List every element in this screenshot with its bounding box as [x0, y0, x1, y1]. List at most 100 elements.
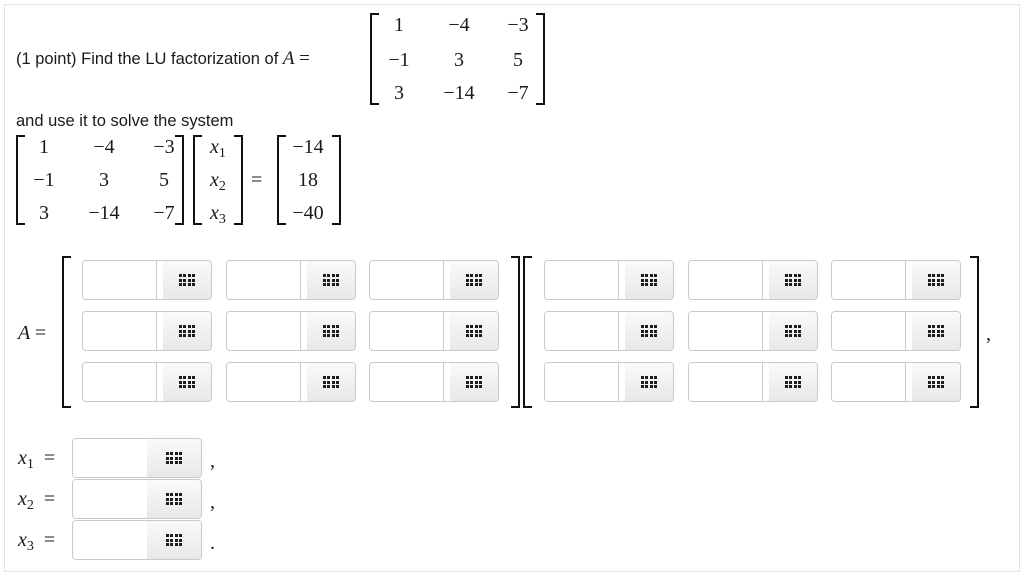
- system-matrix-cell: −1: [33, 169, 55, 191]
- palette-grid-icon: [640, 325, 658, 337]
- u-matrix-entry-field: [544, 260, 674, 300]
- matrix-a-cell: 3: [394, 82, 404, 104]
- equation-palette-button[interactable]: [450, 261, 498, 299]
- palette-grid-icon: [322, 274, 340, 286]
- u-matrix-entry-field: [688, 311, 818, 351]
- l-matrix-entry-field-input[interactable]: [370, 363, 444, 401]
- var-base: x: [210, 136, 219, 158]
- l-matrix-left-bracket: [62, 256, 71, 408]
- system-matrix-cell: −4: [93, 136, 115, 158]
- solution-x2-field-input[interactable]: [73, 480, 149, 518]
- equation-palette-button[interactable]: [147, 439, 201, 477]
- left-bracket: [370, 13, 379, 105]
- u-matrix-entry-field-input[interactable]: [689, 312, 763, 350]
- equation-palette-button[interactable]: [450, 312, 498, 350]
- palette-grid-icon: [322, 376, 340, 388]
- solution-punctuation: .: [210, 532, 215, 554]
- var-base: x: [18, 447, 27, 469]
- equation-palette-button[interactable]: [307, 363, 355, 401]
- equation-palette-button[interactable]: [769, 363, 817, 401]
- u-matrix-entry-field-input[interactable]: [545, 312, 619, 350]
- var-x2: x2: [210, 169, 226, 194]
- matrix-var-label: A: [282, 48, 295, 69]
- l-matrix-entry-field-input[interactable]: [227, 363, 301, 401]
- u-matrix-entry-field-input[interactable]: [689, 261, 763, 299]
- l-matrix-entry-field: [226, 260, 356, 300]
- u-matrix-entry-field-input[interactable]: [545, 363, 619, 401]
- l-matrix-entry-field: [226, 362, 356, 402]
- palette-grid-icon: [165, 534, 183, 546]
- u-matrix-entry-field: [544, 311, 674, 351]
- matrix-a-cell: 3: [454, 49, 464, 71]
- u-matrix-entry-field-input[interactable]: [832, 312, 906, 350]
- system-matrix-cell: −3: [153, 136, 175, 158]
- system-matrix-cell: −7: [153, 202, 175, 224]
- palette-grid-icon: [322, 325, 340, 337]
- equals-sign: =: [251, 169, 263, 191]
- palette-grid-icon: [178, 325, 196, 337]
- left-bracket: [277, 135, 286, 225]
- l-matrix-entry-field-input[interactable]: [83, 363, 157, 401]
- u-matrix-entry-field-input[interactable]: [832, 261, 906, 299]
- equation-palette-button[interactable]: [163, 363, 211, 401]
- u-matrix-entry-field-input[interactable]: [689, 363, 763, 401]
- var-sub: 1: [218, 146, 226, 161]
- palette-grid-icon: [927, 376, 945, 388]
- var-base: x: [18, 529, 27, 551]
- l-matrix-entry-field-input[interactable]: [370, 261, 444, 299]
- equation-palette-button[interactable]: [769, 312, 817, 350]
- system-matrix-cell: 3: [39, 202, 49, 224]
- l-matrix-right-bracket: [511, 256, 520, 408]
- u-matrix-entry-field: [688, 362, 818, 402]
- problem-frame: [4, 4, 1020, 572]
- equation-palette-button[interactable]: [625, 312, 673, 350]
- equation-palette-button[interactable]: [912, 261, 960, 299]
- matrix-a-cell: −3: [507, 14, 529, 36]
- left-bracket: [16, 135, 25, 225]
- l-matrix-entry-field: [82, 260, 212, 300]
- l-matrix-entry-field-input[interactable]: [370, 312, 444, 350]
- equation-palette-button[interactable]: [625, 261, 673, 299]
- equation-palette-button[interactable]: [307, 312, 355, 350]
- equation-palette-button[interactable]: [147, 521, 201, 559]
- l-matrix-entry-field: [82, 362, 212, 402]
- l-matrix-entry-field-input[interactable]: [227, 261, 301, 299]
- palette-grid-icon: [640, 376, 658, 388]
- l-matrix-entry-field-input[interactable]: [227, 312, 301, 350]
- equation-palette-button[interactable]: [163, 312, 211, 350]
- equation-palette-button[interactable]: [147, 480, 201, 518]
- palette-grid-icon: [165, 452, 183, 464]
- equation-palette-button[interactable]: [625, 363, 673, 401]
- u-matrix-entry-field: [688, 260, 818, 300]
- solution-punctuation: ,: [210, 450, 215, 472]
- u-matrix-entry-field-input[interactable]: [832, 363, 906, 401]
- equation-palette-button[interactable]: [450, 363, 498, 401]
- right-bracket: [332, 135, 341, 225]
- l-matrix-entry-field-input[interactable]: [83, 312, 157, 350]
- palette-grid-icon: [784, 274, 802, 286]
- var-base: x: [210, 169, 219, 191]
- palette-grid-icon: [640, 274, 658, 286]
- u-matrix-entry-field-input[interactable]: [545, 261, 619, 299]
- equation-palette-button[interactable]: [769, 261, 817, 299]
- palette-grid-icon: [178, 376, 196, 388]
- matrix-a-cell: 1: [394, 14, 404, 36]
- var-sub: 2: [218, 179, 226, 194]
- palette-grid-icon: [784, 376, 802, 388]
- right-bracket: [536, 13, 545, 105]
- equation-palette-button[interactable]: [163, 261, 211, 299]
- equals-sign: =: [33, 488, 56, 510]
- l-matrix-entry-field-input[interactable]: [83, 261, 157, 299]
- var-sub: 1: [26, 457, 34, 472]
- solution-x3-field-input[interactable]: [73, 521, 149, 559]
- equation-palette-button[interactable]: [912, 363, 960, 401]
- solution-x1-field-input[interactable]: [73, 439, 149, 477]
- solution-punctuation: ,: [210, 491, 215, 513]
- equation-palette-button[interactable]: [912, 312, 960, 350]
- equation-palette-button[interactable]: [307, 261, 355, 299]
- var-sub: 3: [218, 212, 226, 227]
- palette-grid-icon: [165, 493, 183, 505]
- u-matrix-left-bracket: [523, 256, 532, 408]
- system-matrix-cell: 5: [159, 169, 169, 191]
- matrix-a-cell: 5: [513, 49, 523, 71]
